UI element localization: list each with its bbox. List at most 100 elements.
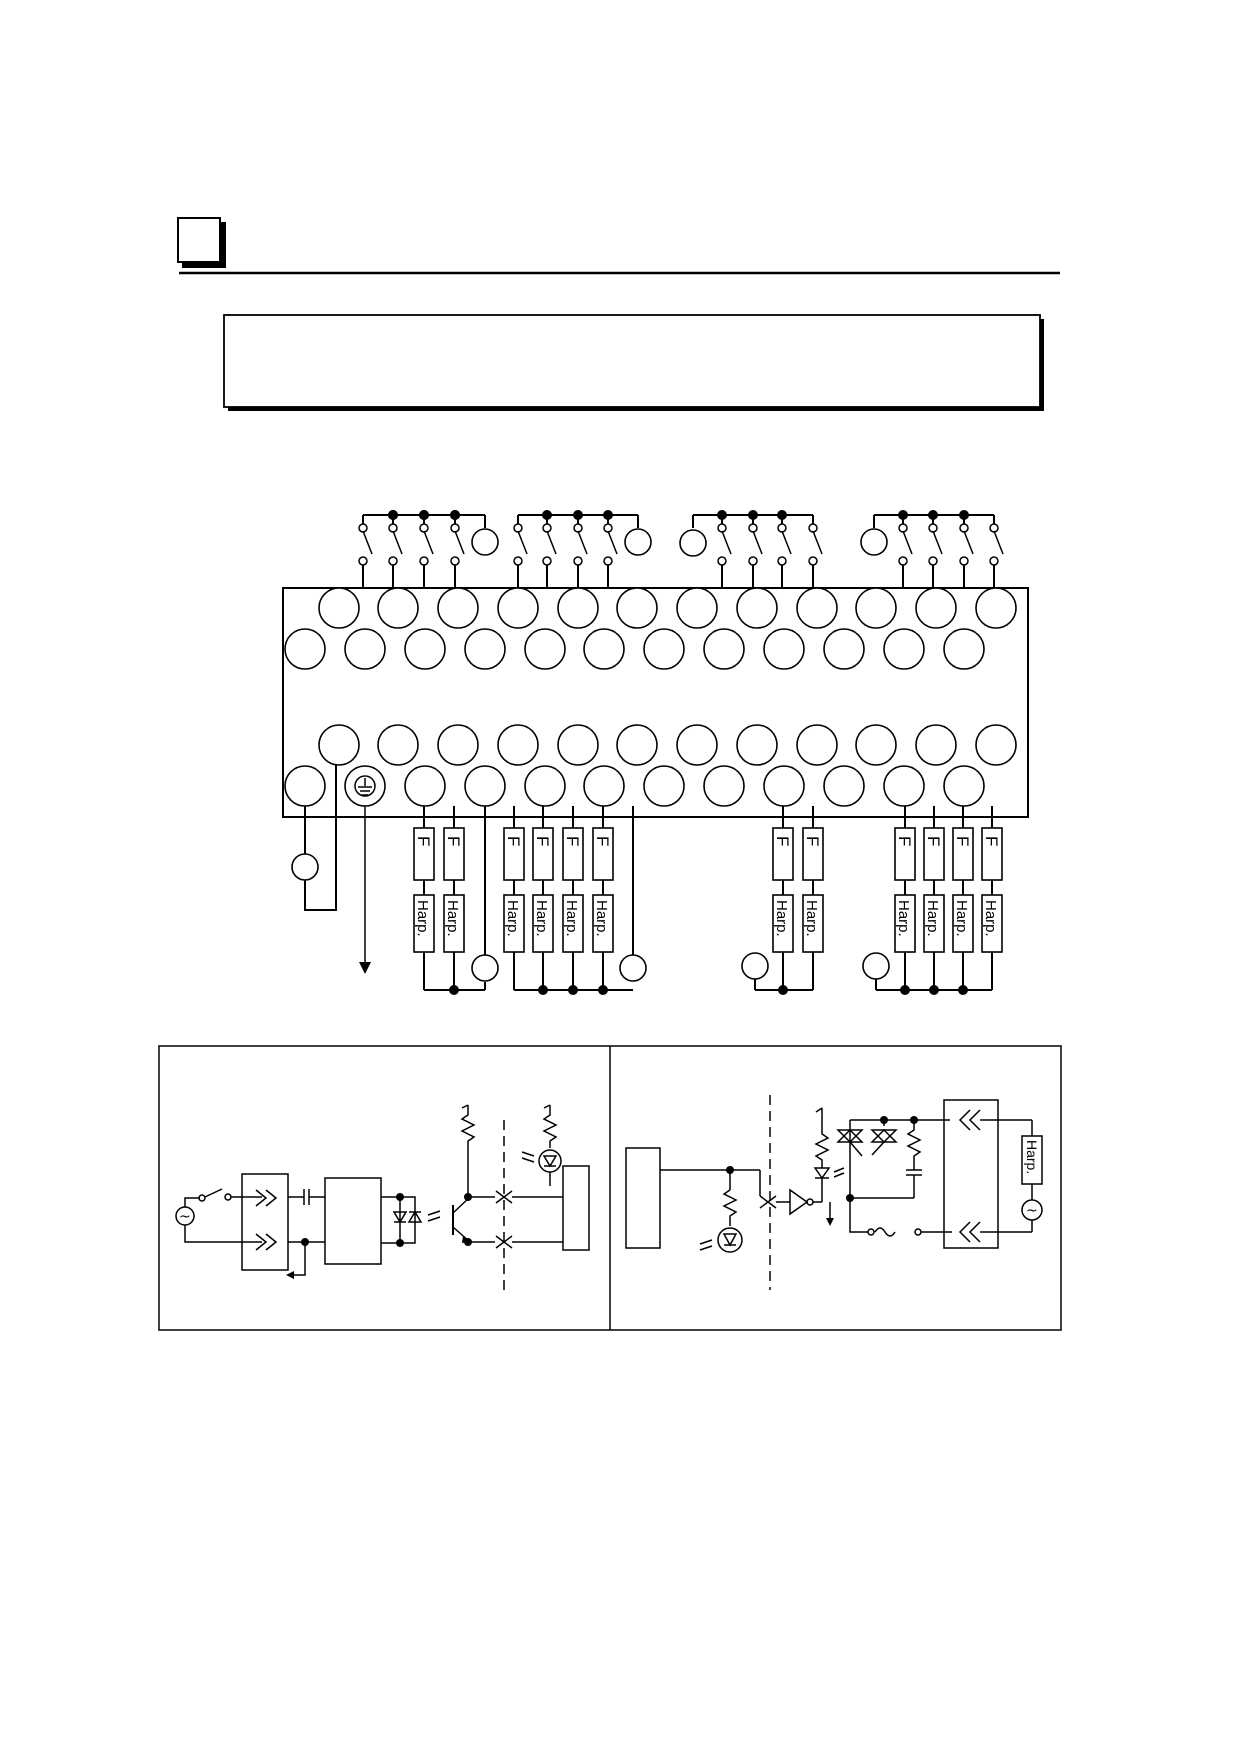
arrow (286, 1271, 294, 1279)
terminal (437, 587, 479, 629)
ground-arrow (359, 962, 371, 974)
switch-contact (358, 556, 368, 566)
switch-contact (717, 556, 727, 566)
terminal (823, 765, 865, 807)
terminal (583, 628, 625, 670)
input-common-terminal (860, 528, 888, 556)
wire (400, 1196, 416, 1244)
triac (836, 1129, 864, 1144)
switch-contact (748, 556, 758, 566)
terminal (796, 587, 838, 629)
wire (184, 1225, 262, 1243)
terminal (616, 587, 658, 629)
led (542, 1155, 558, 1168)
switch-blade (902, 530, 913, 555)
switch-contact (989, 523, 999, 533)
junction-dot (928, 510, 938, 520)
diode (392, 1211, 408, 1224)
resistor (542, 1105, 558, 1148)
fuse-label: F (924, 836, 943, 846)
switch-icon (717, 515, 732, 588)
switch-blade (577, 530, 588, 555)
switch-contact (542, 556, 552, 566)
terminal (616, 724, 658, 766)
terminal (703, 628, 745, 670)
switch-contact (224, 1193, 232, 1201)
switch-icon (388, 515, 403, 588)
light-arrow (699, 1239, 713, 1245)
input-common-terminal (624, 528, 652, 556)
junction-dot (748, 510, 758, 520)
terminal (763, 765, 805, 807)
wire (461, 1104, 469, 1109)
load-label: Harp. (533, 900, 550, 937)
ground-icon (354, 775, 376, 797)
junction-dot (449, 985, 459, 995)
fuse-label: F (444, 836, 463, 846)
wire (766, 1195, 777, 1209)
input-wiring (358, 510, 1004, 588)
ac-source-icon: ~ (175, 1206, 195, 1226)
junction-dot (568, 985, 578, 995)
switch-icon (450, 515, 465, 588)
switch-contact (808, 523, 818, 533)
light-arrow (427, 1210, 441, 1216)
junction-dot (598, 985, 608, 995)
wire (849, 1198, 868, 1233)
switch-contact (748, 523, 758, 533)
light-arrow (699, 1245, 713, 1251)
input-circuit-schematic: ~ (175, 1104, 590, 1290)
switch-blade (392, 530, 403, 555)
terminal (915, 724, 957, 766)
switch-icon (959, 515, 974, 588)
terminal (284, 628, 326, 670)
connector-chevron (255, 1233, 268, 1251)
resistor (460, 1105, 476, 1197)
terminal (855, 587, 897, 629)
diode (407, 1210, 423, 1223)
terminal (318, 587, 360, 629)
terminal (437, 724, 479, 766)
terminal-group (284, 587, 1017, 807)
fuse-label: F (953, 836, 972, 846)
resistor (722, 1189, 738, 1226)
input-filter-block (324, 1177, 382, 1265)
terminal (643, 765, 685, 807)
fuse-label: F (773, 836, 792, 846)
switch-blade (963, 530, 974, 555)
light-arrow (521, 1151, 535, 1157)
terminal (883, 628, 925, 670)
fuse-label: F (895, 836, 914, 846)
output-circuit-schematic: Harp.~ (625, 1095, 1043, 1290)
junction-dot (450, 510, 460, 520)
switch-contact (573, 556, 583, 566)
led-ring (717, 1227, 743, 1253)
terminal (676, 724, 718, 766)
switch-icon (928, 515, 943, 588)
switch-icon (898, 515, 913, 588)
light-arrow (427, 1216, 441, 1222)
connector-block (241, 1173, 289, 1271)
switch-contact (419, 523, 429, 533)
switch-blade (204, 1188, 223, 1198)
light-arrow (521, 1157, 535, 1163)
terminal (763, 628, 805, 670)
switch-blade (721, 530, 732, 555)
terminal (643, 628, 685, 670)
terminal (703, 765, 745, 807)
supply-terminal (291, 853, 319, 881)
output-common-terminal (741, 952, 769, 980)
fuse-label: F (982, 836, 1001, 846)
switch-contact (513, 523, 523, 533)
output-common-terminal (862, 952, 890, 980)
terminal (855, 724, 897, 766)
connector-chevron (958, 1109, 971, 1131)
output-common-terminal (471, 954, 499, 982)
junction-dot (777, 510, 787, 520)
